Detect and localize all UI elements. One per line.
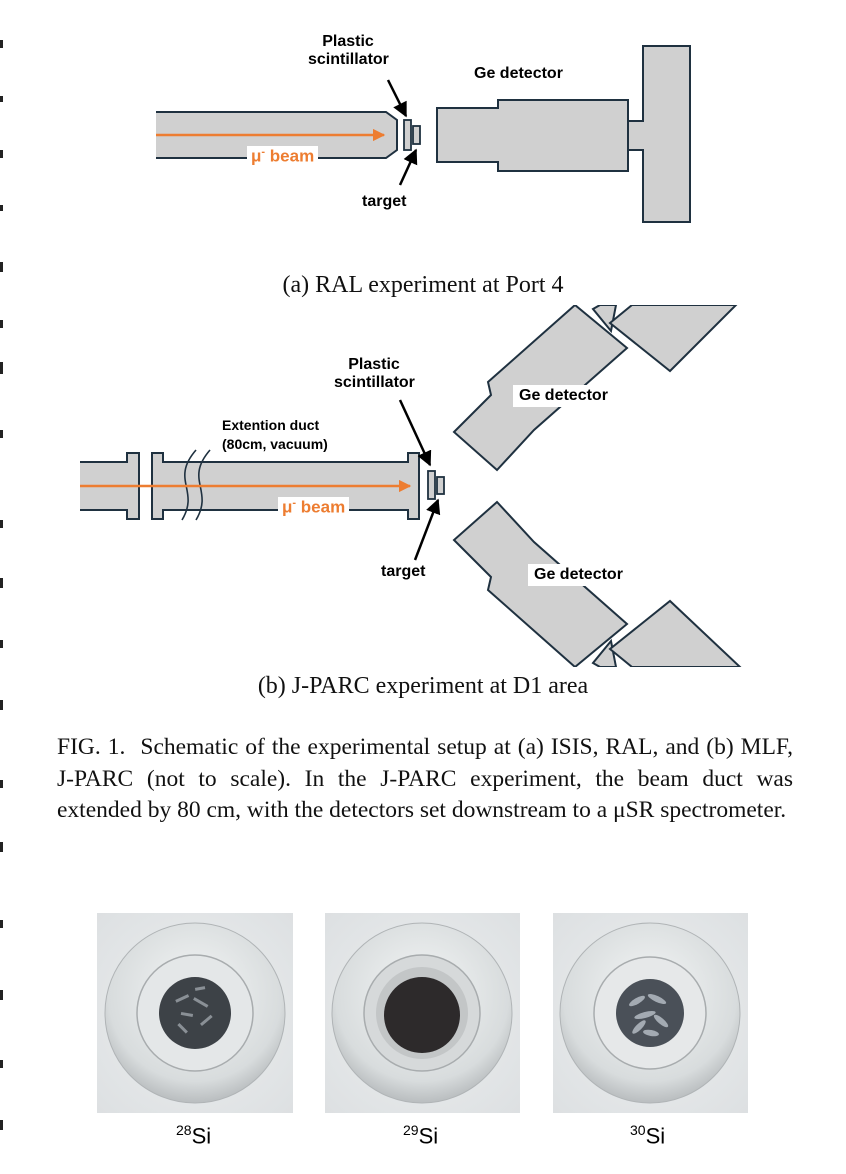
figure-caption: FIG. 1. Schematic of the experimental se… bbox=[57, 732, 793, 827]
sample-label-30si: 30Si bbox=[630, 1122, 666, 1149]
scintillator-a bbox=[403, 119, 412, 151]
target-pointer-a bbox=[398, 148, 418, 186]
detector-top-label: Ge detector bbox=[513, 385, 614, 407]
detector-label-a: Ge detector bbox=[474, 65, 563, 82]
panel-a-caption: (a) RAL experiment at Port 4 bbox=[282, 272, 564, 298]
scintillator-pointer-b bbox=[398, 399, 432, 467]
target-label-b: target bbox=[381, 563, 426, 580]
figure-tag: FIG. 1. bbox=[57, 734, 126, 760]
target-a bbox=[412, 125, 421, 145]
sample-label-29si: 29Si bbox=[403, 1122, 439, 1149]
beam-label-a: μ- beam bbox=[247, 146, 319, 167]
panel-b-diagram bbox=[80, 305, 742, 667]
figure-caption-text: Schematic of the experimental setup at (… bbox=[57, 734, 793, 823]
target-pointer-b bbox=[413, 498, 441, 561]
scintillator-b bbox=[427, 470, 436, 500]
ge-detector-a bbox=[436, 45, 691, 223]
panel-a-diagram bbox=[156, 45, 691, 223]
panel-b-caption: (b) J-PARC experiment at D1 area bbox=[257, 673, 589, 699]
target-label-a: target bbox=[362, 193, 407, 210]
sample-photo-30si bbox=[553, 913, 748, 1113]
scintillator-label-a: Plastic scintillator bbox=[308, 33, 389, 68]
sample-photo-29si bbox=[325, 913, 520, 1113]
target-b bbox=[436, 476, 445, 495]
beam-label-b: μ- beam bbox=[278, 497, 350, 518]
sample-label-28si: 28Si bbox=[176, 1122, 212, 1149]
sample-photo-28si bbox=[97, 913, 293, 1113]
duct-label: Extention duct (80cm, vacuum) bbox=[222, 417, 328, 452]
scintillator-label-b: Plastic scintillator bbox=[334, 356, 415, 391]
detector-bottom-label: Ge detector bbox=[528, 564, 629, 586]
scintillator-pointer-a bbox=[386, 79, 408, 118]
